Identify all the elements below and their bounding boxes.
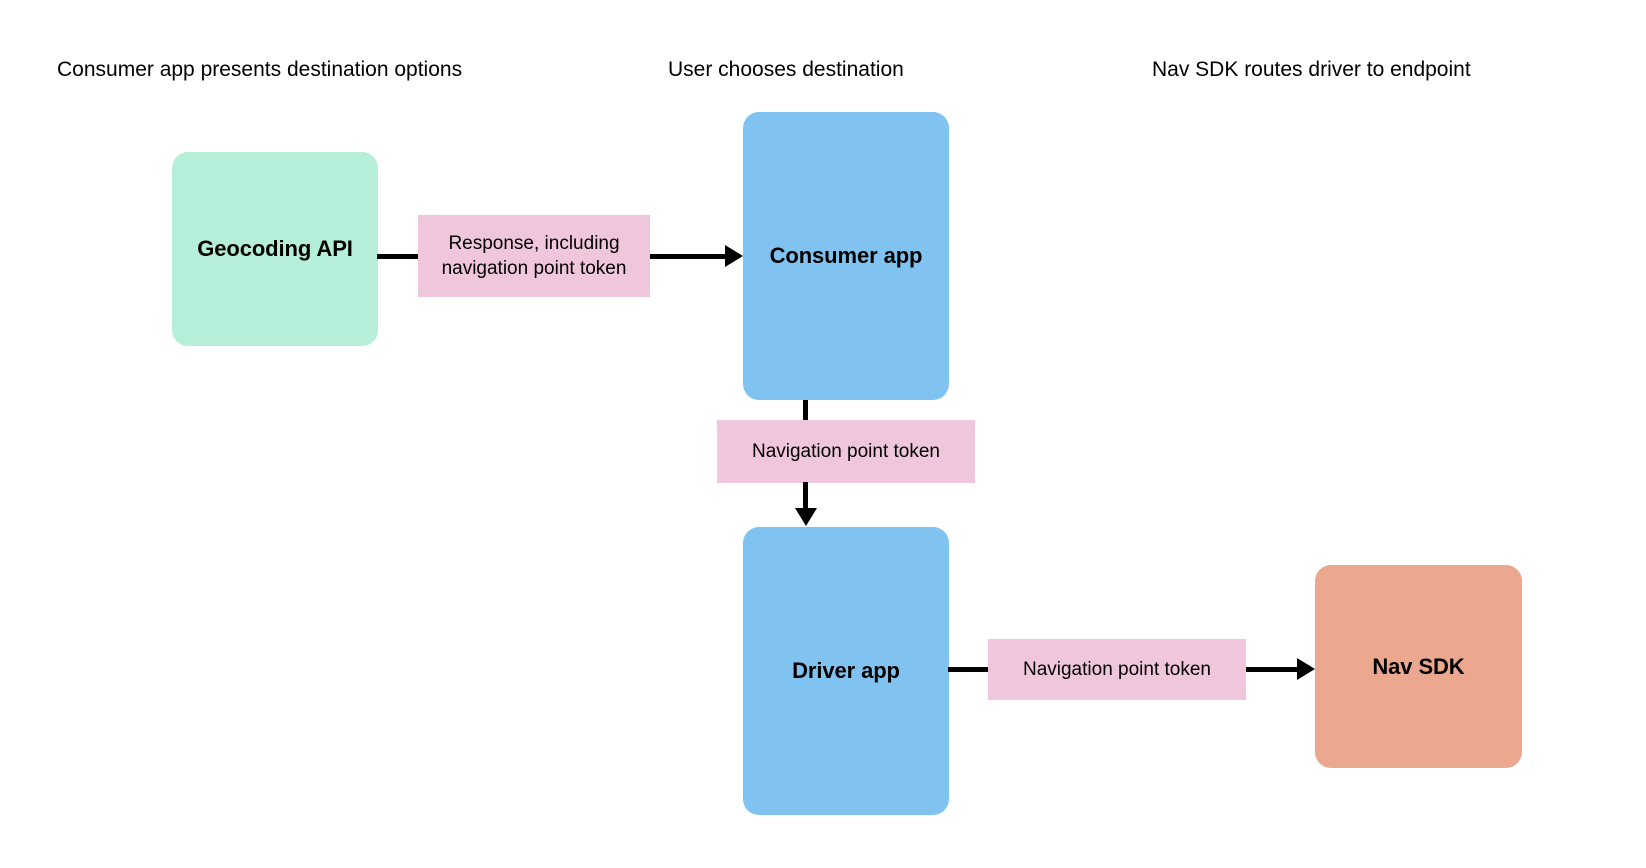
node-nav-sdk-label: Nav SDK bbox=[1372, 653, 1465, 679]
arrow-right-icon-to-nav-sdk bbox=[1297, 658, 1315, 680]
node-geocoding-api-label: Geocoding API bbox=[197, 236, 353, 261]
node-nav-sdk[interactable]: Nav SDK bbox=[1315, 565, 1522, 768]
edge-label-response-text: Response, including navigation point tok… bbox=[441, 233, 627, 279]
node-consumer-app-label: Consumer app bbox=[769, 243, 923, 268]
node-geocoding-api[interactable]: Geocoding API bbox=[172, 152, 378, 346]
connector-consumer-app-to-label bbox=[803, 400, 808, 422]
column-header-consumer-app-presents-destination-options: Consumer app presents destination option… bbox=[57, 58, 463, 81]
connector-geocoding-to-label bbox=[377, 254, 420, 259]
column-header-user-chooses-destination: User chooses destination bbox=[668, 58, 904, 81]
connector-label-to-consumer-app bbox=[650, 254, 726, 259]
edge-label-navigation-point-token-text-1: Navigation point token bbox=[751, 441, 940, 462]
column-header-nav-sdk-routes-driver-to-endpoint: Nav SDK routes driver to endpoint bbox=[1152, 58, 1471, 81]
connector-label-to-nav-sdk bbox=[1246, 667, 1300, 672]
arrow-down-icon-to-driver-app bbox=[795, 508, 817, 526]
node-driver-app-label: Driver app bbox=[792, 658, 900, 683]
connector-label-to-driver-app bbox=[803, 482, 808, 510]
edge-label-navigation-point-token-text-2: Navigation point token bbox=[1022, 659, 1211, 680]
node-consumer-app[interactable]: Consumer app bbox=[743, 112, 949, 400]
edge-label-navigation-point-token-driver-to-navsdk: Navigation point token bbox=[988, 639, 1246, 700]
arrow-right-icon-to-consumer-app bbox=[725, 245, 743, 267]
edge-label-navigation-point-token-consumer-to-driver: Navigation point token bbox=[717, 420, 975, 483]
node-driver-app[interactable]: Driver app bbox=[743, 527, 949, 815]
connector-driver-app-to-label bbox=[948, 667, 992, 672]
edge-label-response-including-navigation-point-token: Response, including navigation point tok… bbox=[418, 215, 650, 297]
